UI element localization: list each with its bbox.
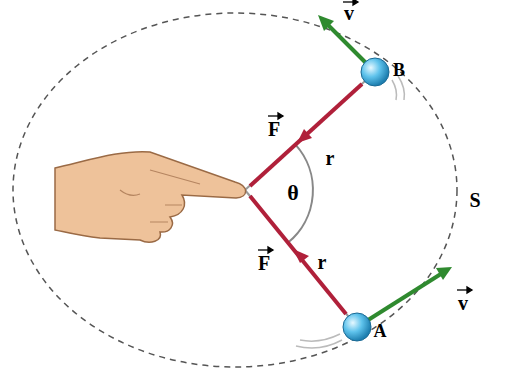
angle-label: θ <box>287 182 298 204</box>
path-label: S <box>469 190 480 210</box>
radius-label: r <box>326 148 335 168</box>
point-label: A <box>374 322 387 340</box>
force-line <box>250 196 346 314</box>
motion-streak <box>392 76 404 100</box>
force-arrowhead <box>293 249 309 263</box>
force-label: F <box>268 119 280 139</box>
velocity-label: v <box>458 293 468 313</box>
motion-streak <box>296 334 342 348</box>
path-circle <box>13 13 457 367</box>
velocity-line <box>357 272 444 327</box>
force-label: F <box>258 253 270 273</box>
radius-label: r <box>318 252 327 272</box>
force-arrowhead <box>297 129 312 143</box>
vector-mark <box>258 0 472 293</box>
velocity-label: v <box>344 3 354 23</box>
string <box>245 190 357 327</box>
string <box>245 72 375 190</box>
ball <box>361 58 389 86</box>
velocity-arrowhead <box>318 15 334 31</box>
ball <box>343 313 371 341</box>
velocity-arrowhead <box>436 267 452 280</box>
hand <box>55 152 246 242</box>
point-label: B <box>393 61 405 79</box>
angle-arc <box>288 145 313 243</box>
force-line <box>250 84 362 186</box>
